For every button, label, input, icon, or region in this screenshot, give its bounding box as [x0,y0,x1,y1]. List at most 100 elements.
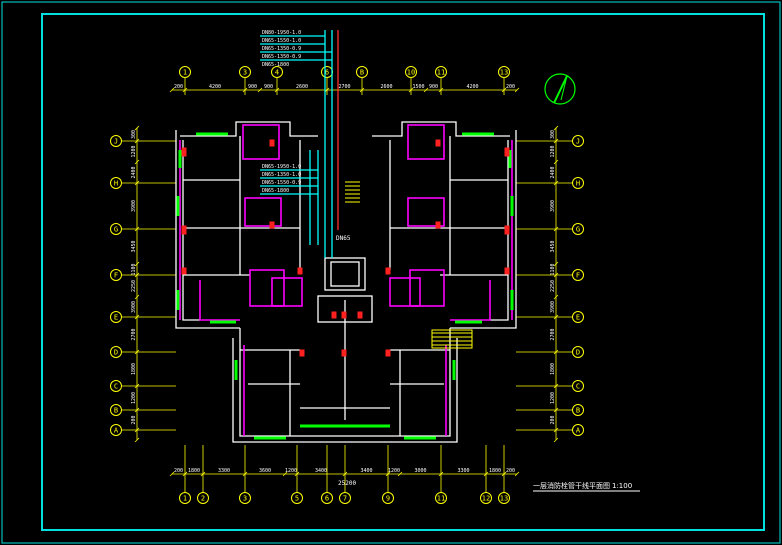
axis-label-top: 3 [243,69,247,77]
axis-label-bottom: 9 [386,495,390,503]
dimension-value: 3000 [414,468,426,474]
dimension-value: 3900 [131,301,137,313]
dimension-value: 2700 [338,84,350,90]
axis-bubble-right: B [572,404,584,416]
axis-bubble-right: E [572,311,584,323]
pipe-labels-mid: DN65-1950-1.0DN65-1350-1.0DN65-1550-0.9D… [262,164,301,194]
axis-bubble-left: H [110,177,122,189]
axis-bubble-right: F [572,269,584,281]
axis-bubble-bottom: 2 [197,492,209,504]
north-arrow-icon [544,73,576,105]
axis-bubble-bottom: 13 [498,492,510,504]
fire-pipe-network [260,30,339,258]
dimension-value: 2700 [131,328,137,340]
dimension-value: 3300 [218,468,230,474]
axis-bubble-left: G [110,223,122,235]
dimension-value: 2400 [131,166,137,178]
dimension-value: 200 [174,468,183,474]
axis-bubble-right: H [572,177,584,189]
dimension-value: 3900 [550,301,556,313]
axis-label-left: J [114,138,118,146]
dimension-value: 900 [429,84,438,90]
windows [176,132,514,440]
axis-label-right: J [576,138,580,146]
axis-bubble-top: 13 [498,66,510,78]
dimension-value: 1100 [550,263,556,275]
dimension-value: 300 [550,130,556,139]
dimension-value: 1800 [188,468,200,474]
pipe-labels-top: DN80-1950-1.0DN65-1550-1.0DN65-1350-0.9D… [262,30,301,68]
axis-bubble-right: C [572,380,584,392]
dimension-value: 1200 [131,392,137,404]
dimension-value: 200 [174,84,183,90]
dimension-value: 3450 [131,240,137,252]
dimension-value: 1200 [550,145,556,157]
dimension-value: 3300 [457,468,469,474]
pipe-label: DN65-1350-1.0 [262,172,301,178]
pipe-label: DN65-1950-1.0 [262,164,301,170]
dimension-value: 200 [131,415,137,424]
axis-label-left: H [114,180,118,188]
dimension-value: 900 [248,84,257,90]
dimension-value: 1200 [388,468,400,474]
axis-bubble-right: A [572,424,584,436]
axis-label-left: A [114,427,119,435]
dimension-value: 3900 [550,200,556,212]
axis-label-left: E [114,314,118,322]
axis-label-bottom: 12 [482,495,490,503]
axis-bubble-bottom: 3 [239,492,251,504]
axis-label-right: F [576,272,580,280]
axis-label-top: 1 [183,69,187,77]
axis-label-bottom: 3 [243,495,247,503]
dimension-value: 3600 [259,468,271,474]
riser-label: DN65 [336,235,351,242]
axis-label-left: C [114,383,118,391]
axis-label-right: E [576,314,580,322]
axis-label-right: A [576,427,581,435]
axis-label-left: F [114,272,118,280]
title-scale: 1:100 [612,482,632,490]
dimension-value: 2700 [550,328,556,340]
dimension-value: 1800 [131,363,137,375]
dimension-value: 1800 [489,468,501,474]
building-walls [175,121,517,443]
dimension-value: 1500 [412,84,424,90]
axis-label-top: 11 [437,69,445,77]
pipe-label: DN65-1350-0.9 [262,46,301,52]
axis-bubble-bottom: 6 [321,492,333,504]
left-dimension-chain: 3001200240039003450110022503900270018001… [131,125,140,443]
dimension-value: 200 [550,415,556,424]
dimension-value: 3400 [360,468,372,474]
axis-bubble-left: A [110,424,122,436]
dimension-value: 1200 [285,468,297,474]
axis-label-bottom: 5 [295,495,299,503]
axis-bubble-bottom: 12 [480,492,492,504]
dimension-value: 1100 [131,263,137,275]
axis-bubble-top: 3 [239,66,251,78]
axis-bubble-bottom: 11 [435,492,447,504]
pipe-label: DN65-1350-0.9 [262,54,301,60]
dimension-value: 2400 [550,166,556,178]
axis-label-bottom: 11 [437,495,445,503]
axis-bubble-right: J [572,135,584,147]
axis-label-bottom: 13 [500,495,508,503]
title-main: 一层消防栓管干线平面图 [533,481,610,490]
fire-hydrants [181,139,510,357]
dimension-value: 200 [506,84,515,90]
axis-bubble-bottom: 7 [339,492,351,504]
axis-label-top: 13 [500,69,508,77]
drawing-frame [41,13,765,531]
dimension-value: 1800 [550,363,556,375]
dimension-value: 2250 [550,280,556,292]
dimension-value: 2600 [296,84,308,90]
axis-label-right: G [576,226,580,234]
axis-label-right: H [576,180,580,188]
axis-label-top: 10 [407,69,415,77]
axis-bubble-top: B [356,66,368,78]
axis-bubble-left: J [110,135,122,147]
axis-label-left: B [114,407,118,415]
